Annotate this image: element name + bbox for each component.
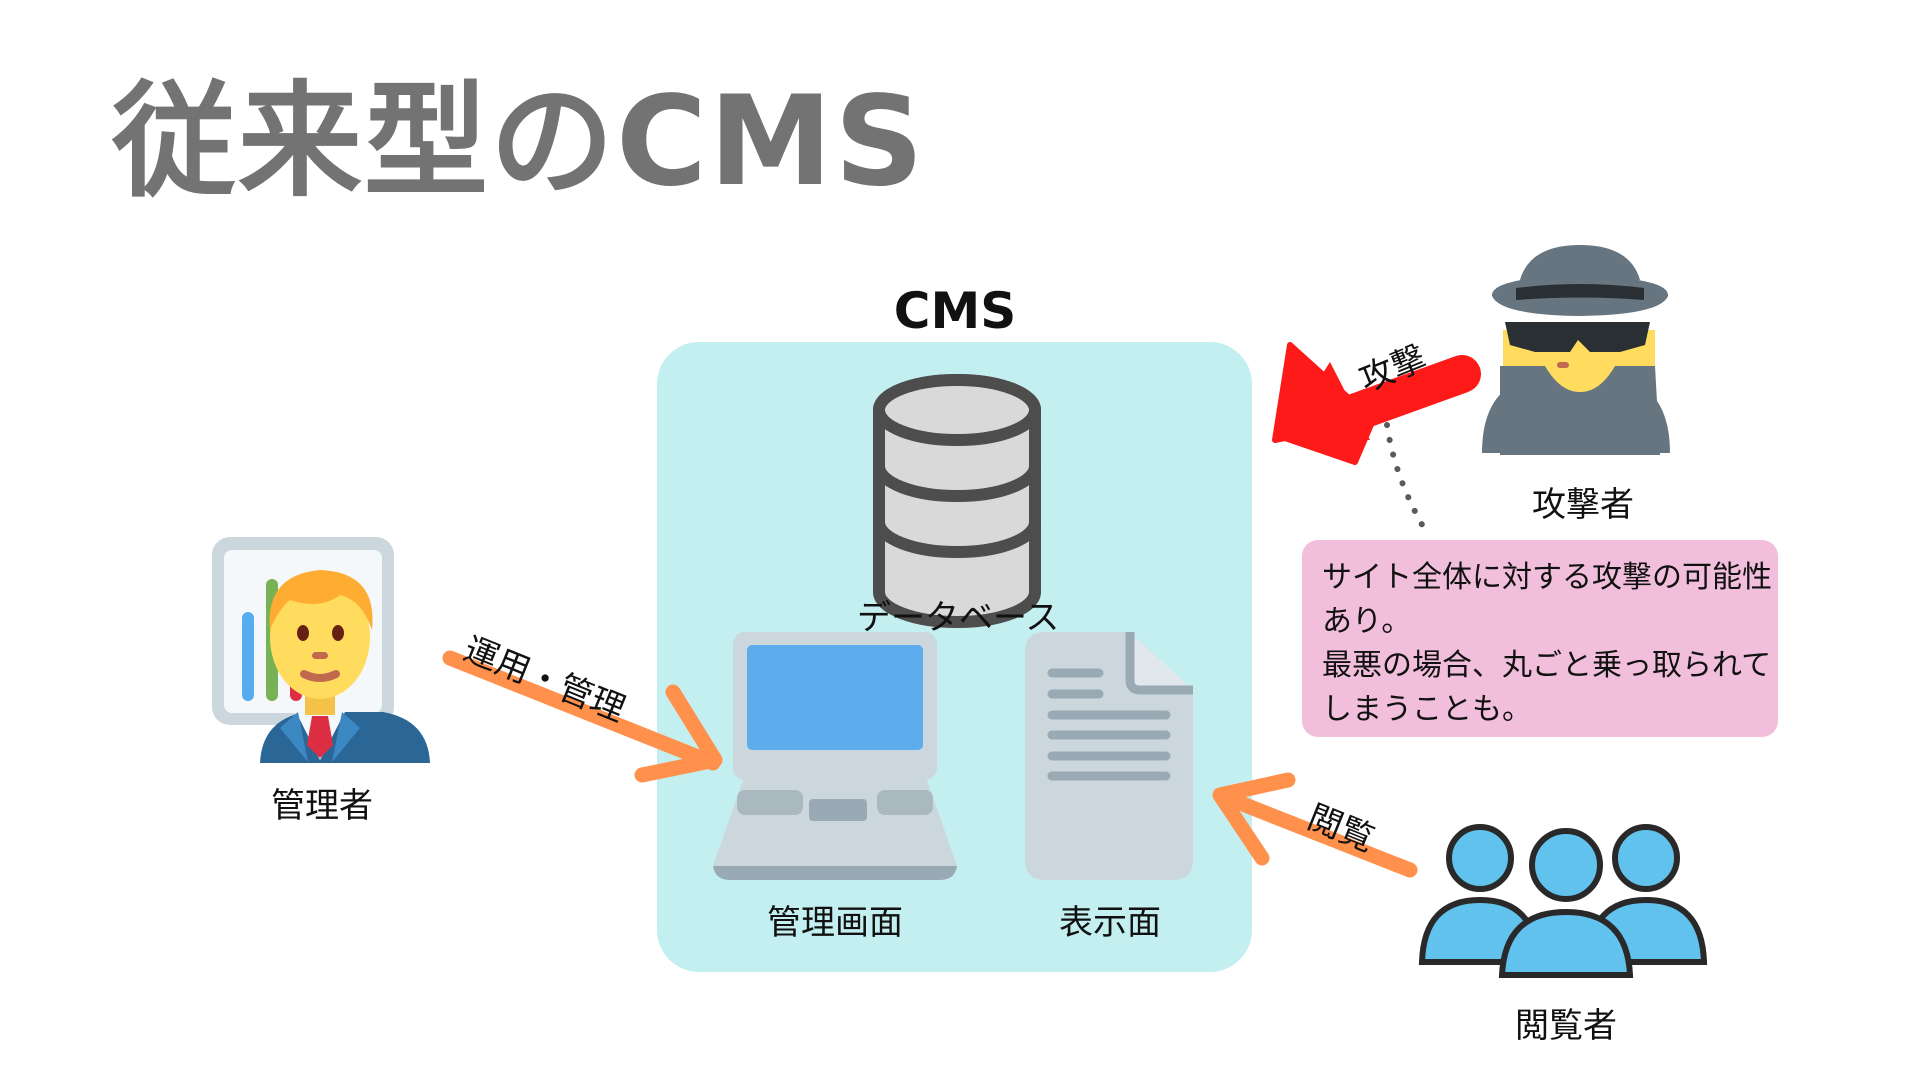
- note-line: あり。: [1322, 604, 1412, 639]
- note-line: 最悪の場合、丸ごと乗っ取られて: [1322, 648, 1772, 683]
- page-title: 従来型のCMS: [112, 70, 926, 214]
- public-screen-label: 表示面: [1059, 903, 1161, 943]
- note-line: しまうことも。: [1322, 692, 1532, 727]
- admin-screen-label: 管理画面: [767, 903, 903, 943]
- database-label: データベース: [857, 598, 1060, 638]
- admin-label: 管理者: [271, 786, 373, 826]
- cms-heading: CMS: [893, 282, 1017, 340]
- viewer-label: 閲覧者: [1515, 1006, 1617, 1046]
- attacker-label: 攻撃者: [1532, 485, 1634, 525]
- note-line: サイト全体に対する攻撃の可能性: [1322, 560, 1772, 595]
- risk-note: サイト全体に対する攻撃の可能性 あり。 最悪の場合、丸ごと乗っ取られて しまうこ…: [1302, 540, 1778, 737]
